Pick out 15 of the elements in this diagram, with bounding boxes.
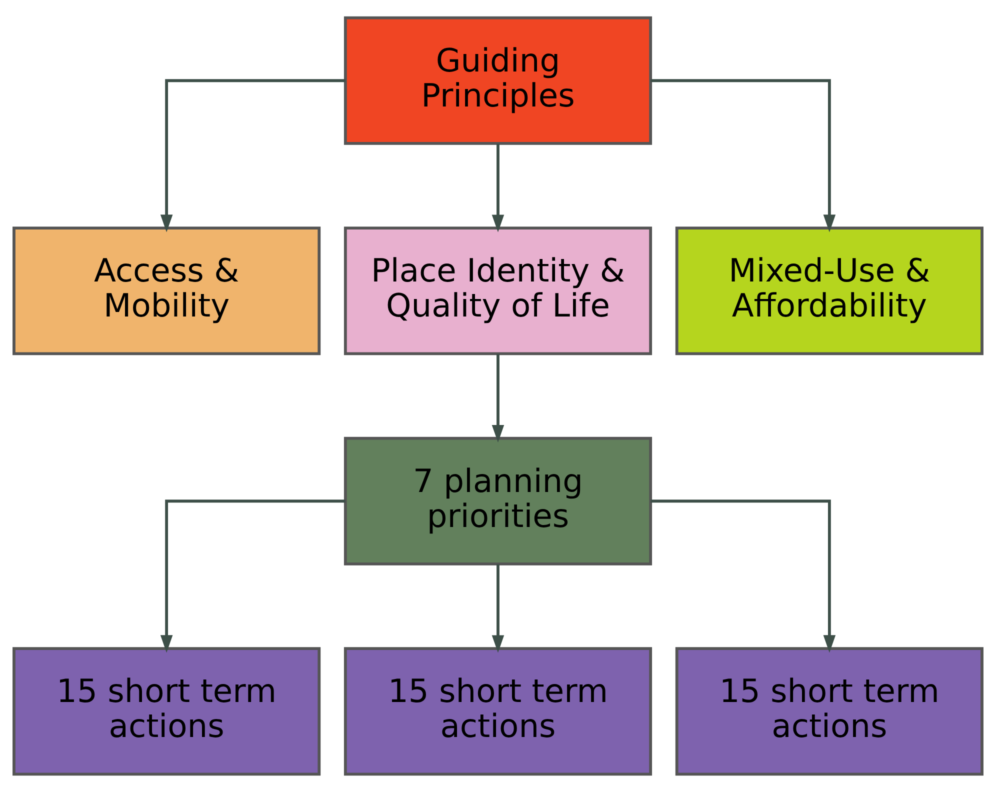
node-box: 7 planning priorities	[344, 436, 652, 566]
node-box: Place Identity & Quality of Life	[344, 226, 652, 356]
node-box: 15 short term actions	[344, 647, 652, 776]
arrow	[160, 79, 346, 232]
arrow	[492, 144, 504, 232]
node-box: 15 short term actions	[675, 647, 984, 776]
arrow	[492, 354, 504, 443]
node-box: Mixed-Use & Affordability	[675, 226, 984, 356]
node-box: Guiding Principles	[344, 16, 652, 145]
node-box: Access & Mobility	[12, 226, 321, 356]
arrow	[650, 500, 836, 653]
arrow	[650, 79, 836, 232]
arrow	[492, 564, 504, 653]
arrow	[160, 500, 346, 653]
node-box: 15 short term actions	[12, 647, 321, 776]
